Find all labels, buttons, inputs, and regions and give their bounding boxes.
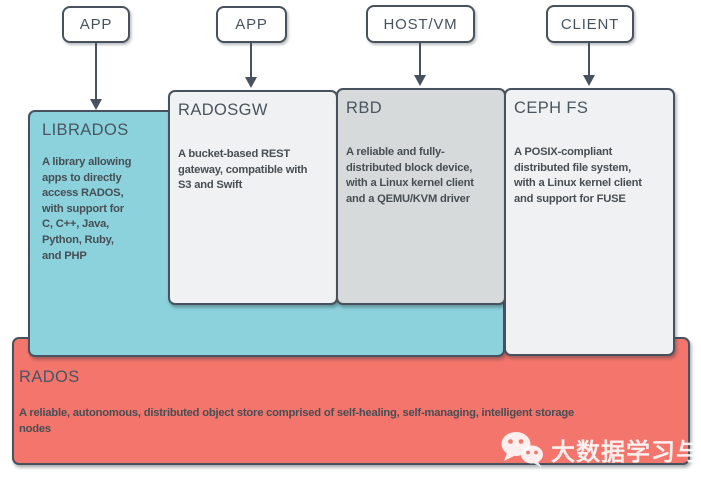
arrow-app2-to-radosgw — [244, 42, 258, 88]
panel-rados: RADOS A reliable, autonomous, distribute… — [12, 337, 690, 465]
arrow-line — [94, 42, 98, 99]
panel-radosgw: RADOSGW A bucket-based REST gateway, com… — [168, 90, 338, 305]
panel-radosgw-body: A bucket-based REST gateway, compatible … — [178, 148, 308, 192]
arrow-client-to-cephfs — [582, 42, 596, 86]
node-host-vm-label: HOST/VM — [383, 15, 458, 33]
watermark: 大数据学习与分享 — [498, 430, 701, 468]
panel-cephfs-title: CEPH FS — [514, 99, 589, 117]
wechat-icon — [501, 432, 543, 468]
panel-librados-body: A library allowing apps to directly acce… — [42, 156, 132, 262]
panel-rbd-title: RBD — [346, 99, 383, 117]
node-app-2-label: APP — [235, 16, 268, 33]
panel-cephfs: CEPH FS A POSIX-compliant distributed fi… — [504, 88, 675, 356]
node-host-vm: HOST/VM — [366, 5, 475, 43]
arrow-down-icon — [414, 75, 426, 86]
node-client: CLIENT — [546, 5, 634, 43]
node-client-label: CLIENT — [560, 15, 620, 33]
panel-radosgw-title: RADOSGW — [178, 101, 268, 119]
arrow-down-icon — [245, 77, 257, 88]
panel-rbd-body: A reliable and fully- distributed block … — [346, 146, 474, 205]
panel-cephfs-body: A POSIX-compliant distributed file syste… — [514, 146, 642, 205]
node-app-1-label: APP — [79, 16, 113, 33]
watermark-text: 大数据学习与分享 — [551, 438, 701, 466]
arrow-down-icon — [90, 99, 102, 110]
panel-rados-body: A reliable, autonomous, distributed obje… — [19, 407, 575, 435]
arrow-line — [418, 42, 422, 75]
panel-rados-title: RADOS — [19, 368, 80, 386]
arrow-line — [249, 42, 253, 77]
arrow-line — [587, 42, 591, 75]
panel-librados-title: LIBRADOS — [42, 121, 129, 139]
node-app-1: APP — [62, 6, 130, 43]
arrow-down-icon — [583, 75, 595, 86]
node-app-2: APP — [216, 6, 287, 43]
arrow-app1-to-librados — [89, 42, 103, 110]
arrow-hostvm-to-rbd — [413, 42, 427, 86]
panel-rbd: RBD A reliable and fully- distributed bl… — [336, 88, 506, 305]
